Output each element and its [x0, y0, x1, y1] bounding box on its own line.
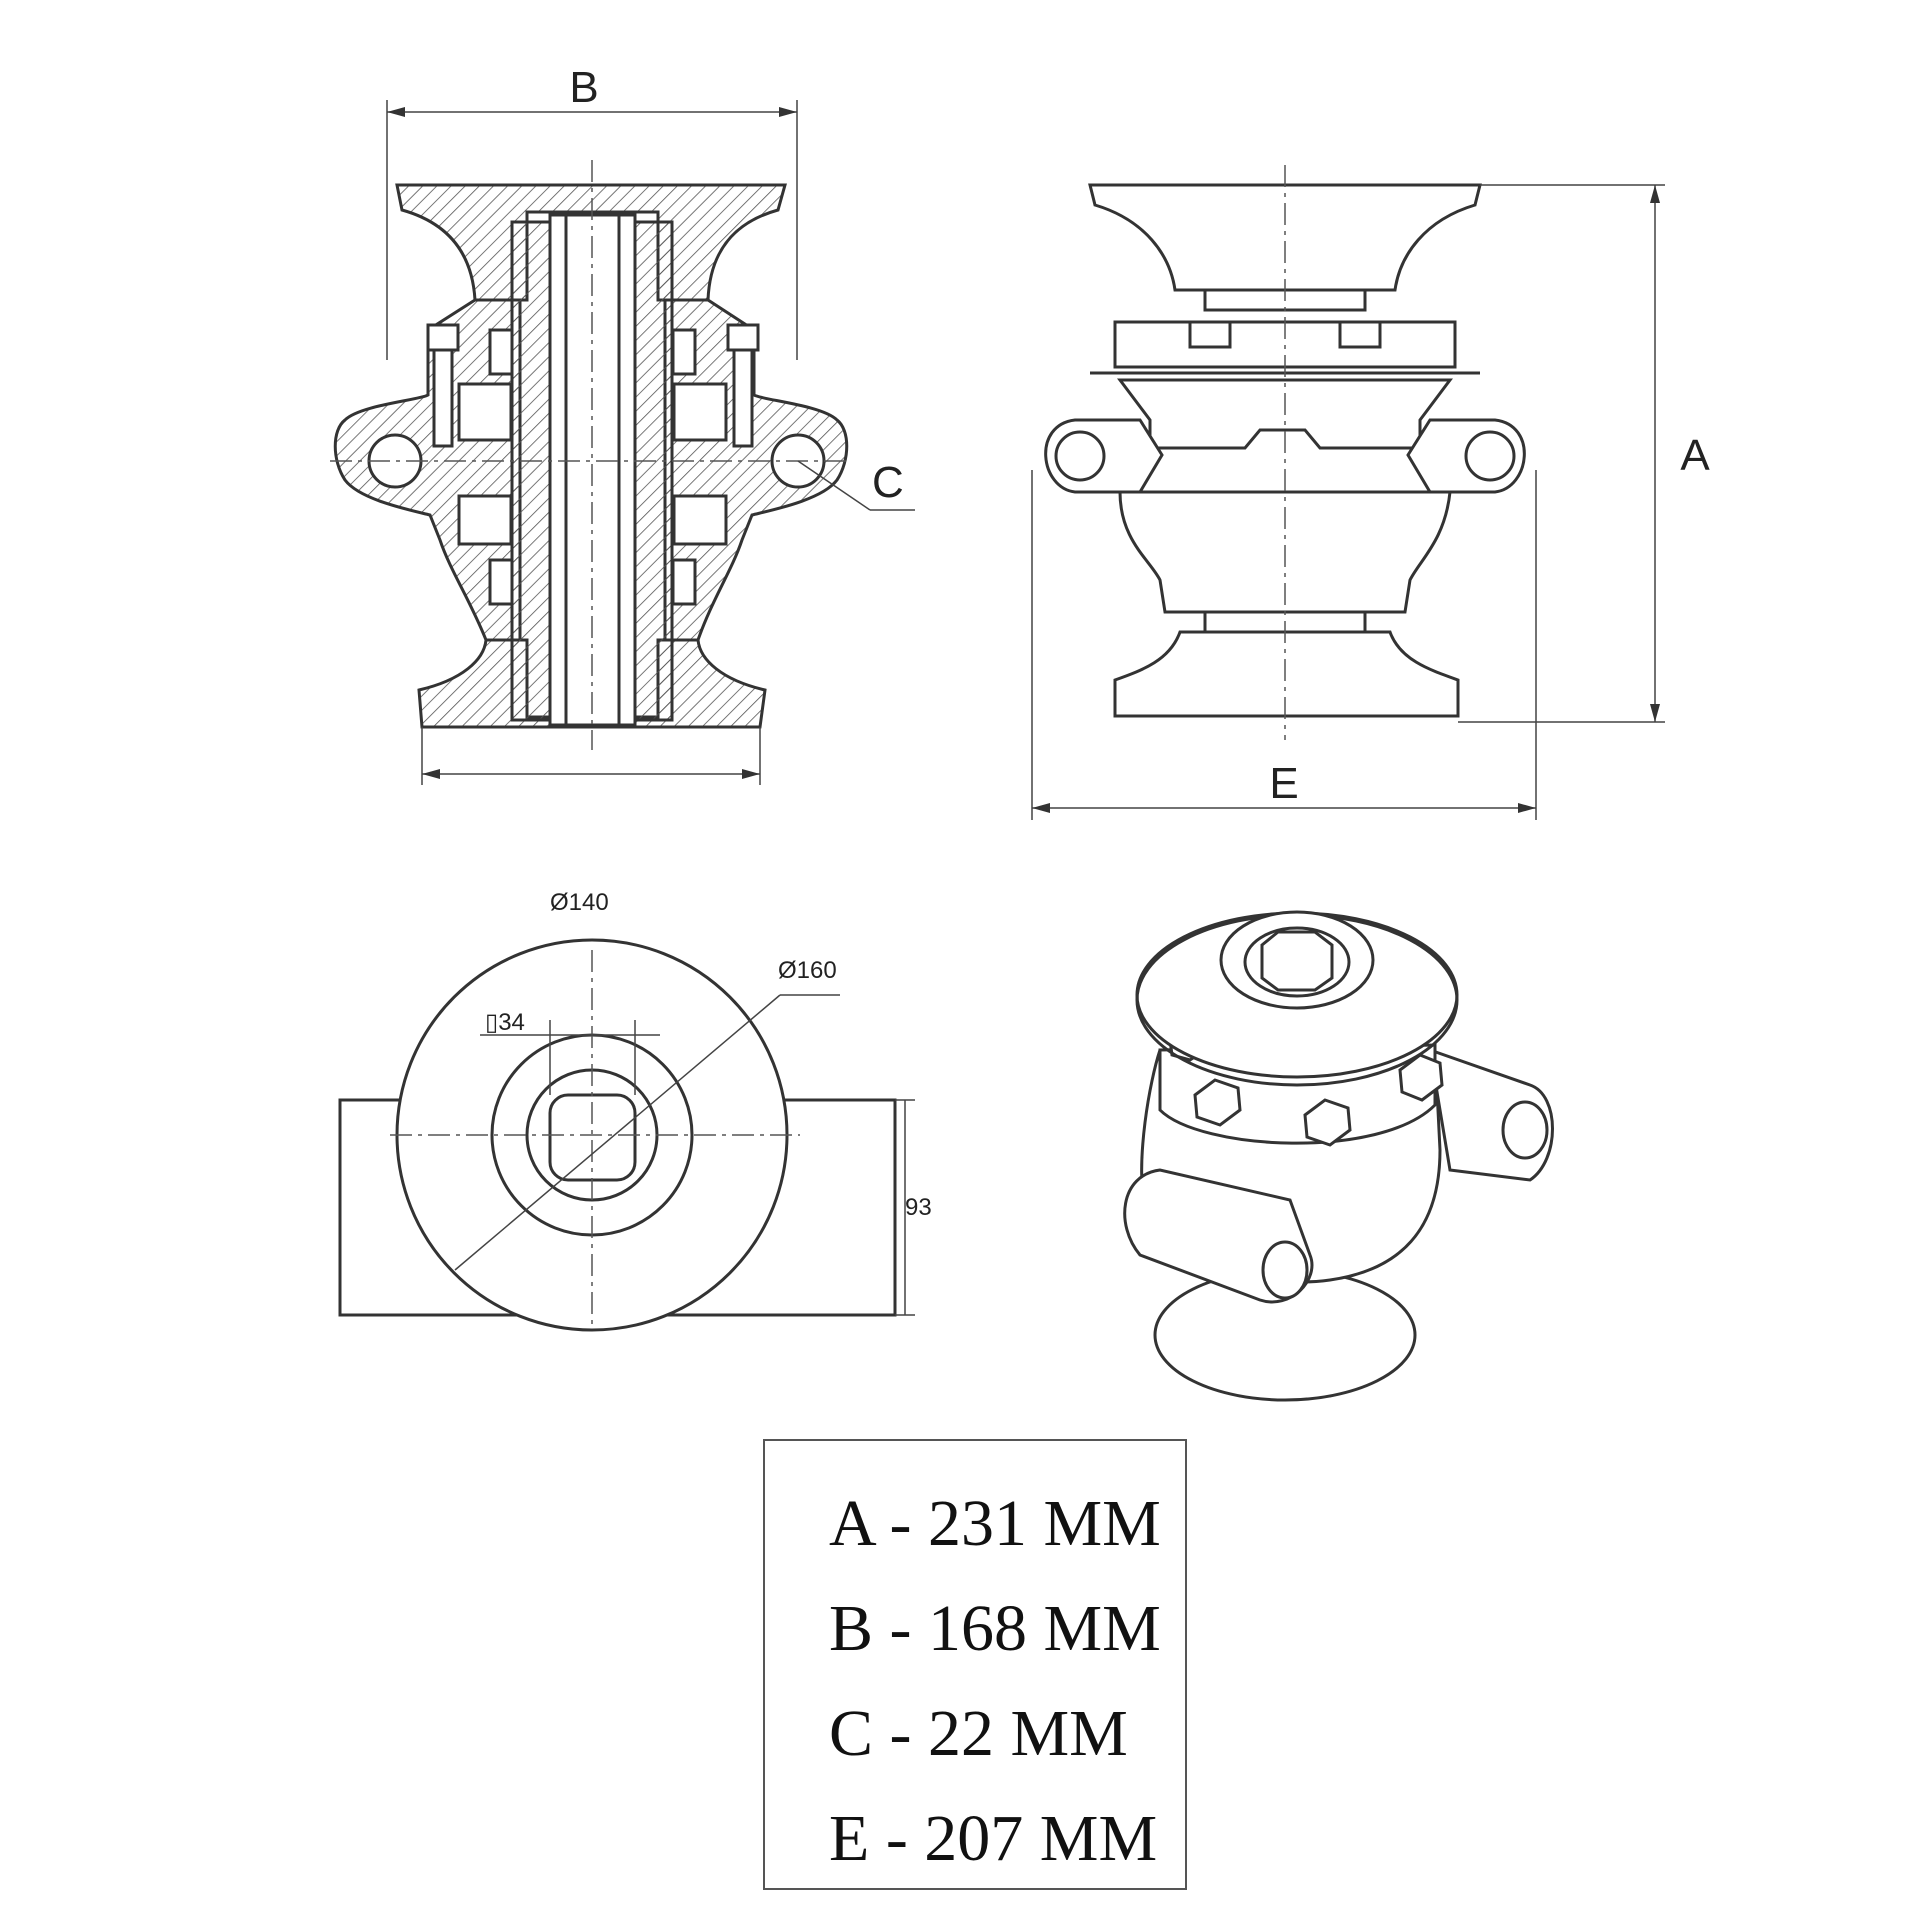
- spec-e: E - 207 MM: [829, 1802, 1158, 1875]
- dim-b-label: B: [569, 63, 598, 112]
- dim-a-label: A: [1680, 431, 1710, 480]
- height-label: 93: [905, 1194, 932, 1221]
- dim-e-label: E: [1269, 759, 1298, 808]
- spec-a: A - 231 MM: [829, 1487, 1161, 1560]
- spec-b: B - 168 MM: [829, 1592, 1161, 1665]
- dim-c-label: C: [872, 458, 904, 507]
- isometric-view: [1123, 910, 1554, 1402]
- spec-c: C - 22 MM: [829, 1697, 1128, 1770]
- section-view: B C: [330, 63, 915, 785]
- top-view: Ø140 Ø160 ▯34 93: [338, 889, 932, 1332]
- dia-outer-label: Ø140: [550, 889, 609, 916]
- side-view: A E: [1031, 165, 1710, 820]
- square-label: ▯34: [485, 1009, 525, 1036]
- specification-box: A - 231 MM B - 168 MM C - 22 MM E - 207 …: [763, 1439, 1187, 1890]
- dia-inner-label: Ø160: [778, 957, 837, 984]
